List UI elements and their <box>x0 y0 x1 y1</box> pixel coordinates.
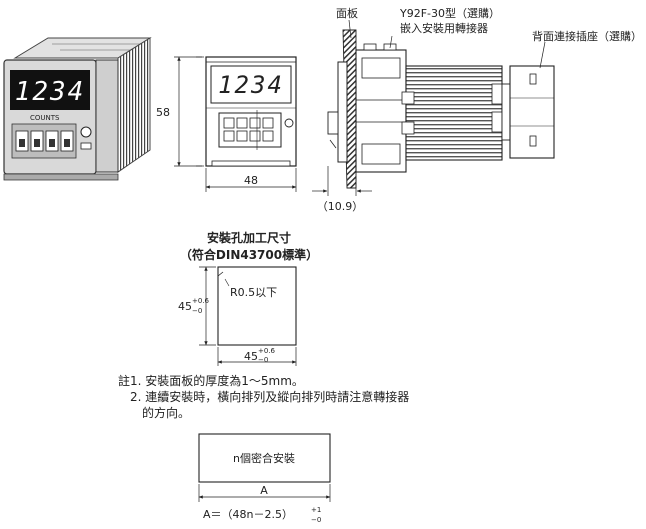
cutout-title-line2: （符合DIN43700標準） <box>180 247 318 262</box>
cutout-width-tol-plus: +0.6 <box>258 347 276 355</box>
cutout-height-tol-minus: −0 <box>192 307 202 315</box>
height-dimension-label: 58 <box>156 106 170 119</box>
photo-counts-label: COUNTS <box>30 114 60 122</box>
panel-label: 面板 <box>336 6 358 20</box>
panel-cutout: 安裝孔加工尺寸 （符合DIN43700標準） R0.5以下 45 +0.6 −0… <box>178 230 318 366</box>
adapter-label-line2: 嵌入安裝用轉接器 <box>400 21 488 35</box>
note-line-1: 註1. 安裝面板的厚度為1～5mm。 <box>118 374 304 388</box>
gang-tol-plus: +1 <box>311 506 321 514</box>
gang-box-label: n個密合安裝 <box>233 451 295 465</box>
gang-mounting: n個密合安裝 A A＝（48n－2.5） +1 −0 <box>198 433 331 524</box>
adapter-label-line1: Y92F-30型（選購） <box>399 6 500 20</box>
gang-formula: A＝（48n－2.5） <box>203 508 293 521</box>
photo-display-digits: 1234 <box>15 77 86 107</box>
front-view: 1234 58 48 <box>156 56 297 192</box>
note-line-2: 2. 連續安裝時，橫向排列及縱向排列時請注意轉接器 <box>130 390 410 404</box>
gang-tol-minus: −0 <box>311 516 321 524</box>
width-dimension-label: 48 <box>244 174 258 187</box>
radius-label: R0.5以下 <box>230 286 277 299</box>
gang-dim-label: A <box>260 484 268 497</box>
product-photo: 1234 COUNTS <box>3 37 152 181</box>
depth-dimension-label: （10.9） <box>317 200 364 213</box>
socket-label: 背面連接插座（選購） <box>532 29 642 43</box>
note-line-3: 的方向。 <box>142 406 191 420</box>
cutout-height-tol-plus: +0.6 <box>192 297 210 305</box>
cutout-width-tol-minus: −0 <box>258 356 268 364</box>
cutout-width-base: 45 <box>244 350 258 363</box>
cutout-height-base: 45 <box>178 300 192 313</box>
cutout-title-line1: 安裝孔加工尺寸 <box>207 230 291 245</box>
front-display-digits: 1234 <box>218 71 284 99</box>
side-view: 面板 Y92F-30型（選購） 嵌入安裝用轉接器 背面連接插座（選購） （10.… <box>312 6 642 213</box>
